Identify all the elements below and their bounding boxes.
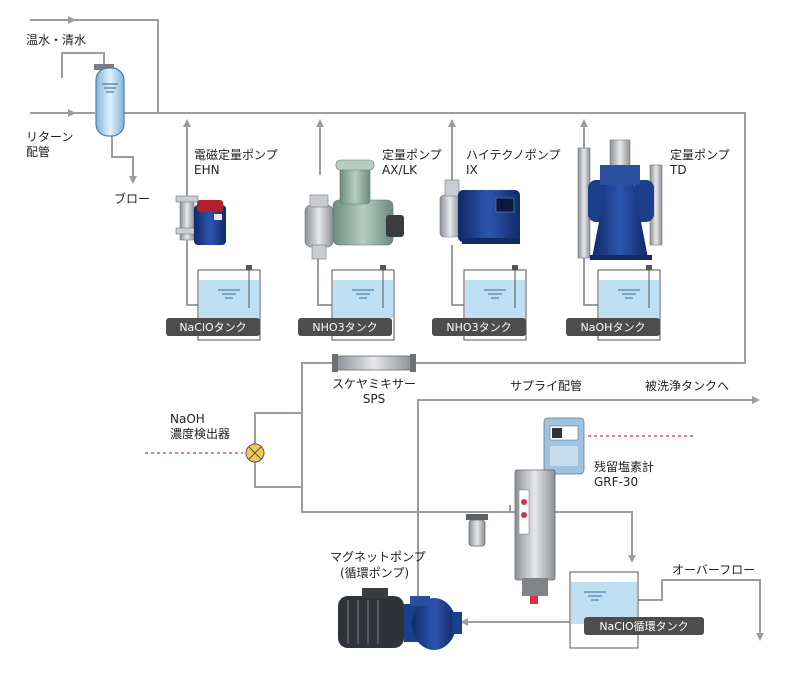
pump-ax-image — [304, 159, 404, 260]
label-chlorine-meter-1: 残留塩素計 — [594, 459, 654, 474]
tank-label-nho3-2: NHO3タンク — [446, 321, 511, 334]
label-mag-pump-1: マグネットポンプ — [330, 550, 426, 564]
label-pump-ix-1: ハイテクノポンプ — [466, 148, 560, 162]
td-suction — [583, 255, 604, 306]
label-to-wash-tank: 被洗浄タンクへ — [645, 379, 729, 393]
label-pump-td-2: TD — [669, 163, 687, 177]
label-pump-td-1: 定量ポンプ — [670, 147, 730, 162]
pump-td-image — [577, 139, 663, 260]
label-blow: ブロー — [114, 191, 150, 206]
ax-suction — [317, 255, 336, 306]
label-mag-pump-2: (循環ポンプ) — [340, 566, 409, 580]
label-return-pipe-1: リターン — [26, 130, 73, 144]
label-pump-ehn-2: EHN — [194, 163, 220, 177]
tank-label-naclo-circ: NaClO循環タンク — [599, 620, 688, 633]
naoh-detector — [245, 443, 265, 463]
inline-filter — [466, 514, 488, 547]
magnet-pump-image — [338, 588, 462, 650]
main-header-pipe — [120, 112, 746, 560]
labels: 温水・清水 リターン 配管 ブロー 電磁定量ポンプ EHN 定量ポンプ AX/L… — [26, 33, 755, 580]
label-chlorine-meter-2: GRF-30 — [594, 475, 638, 489]
tank-naclo: NaClOタンク — [166, 265, 261, 341]
overflow-pipe — [638, 579, 761, 638]
tank-nho3-2: NHO3タンク — [432, 265, 527, 341]
static-mixer — [332, 354, 416, 372]
label-pump-ax-1: 定量ポンプ — [382, 147, 442, 162]
tank-naclo-circ: NaClO循環タンク — [569, 571, 704, 649]
top-pipes — [30, 16, 746, 563]
tank-label-naoh: NaOHタンク — [581, 321, 646, 334]
tank-naoh: NaOHタンク — [566, 265, 661, 341]
label-return-pipe-2: 配管 — [26, 144, 50, 159]
label-static-mixer-2: SPS — [363, 392, 385, 406]
label-pump-ax-2: AX/LK — [382, 163, 418, 177]
chlorine-meter-image — [514, 417, 585, 604]
pump-ehn-image — [175, 195, 226, 245]
tank-label-nho3-1: NHO3タンク — [312, 321, 377, 334]
tank-nho3-1: NHO3タンク — [298, 265, 395, 341]
water-feed-pipe — [61, 52, 105, 78]
label-naoh-detector-1: NaOH — [170, 412, 205, 426]
label-hot-clean-water: 温水・清水 — [26, 33, 86, 47]
label-overflow: オーバーフロー — [672, 563, 755, 577]
pump-ix-image — [439, 179, 520, 244]
label-supply-pipe: サプライ配管 — [510, 378, 582, 393]
bottom-pipes — [145, 396, 764, 641]
tank-label-naclo: NaClOタンク — [179, 321, 246, 334]
label-pump-ix-2: IX — [466, 163, 478, 177]
label-static-mixer-1: スケヤミキサー — [332, 377, 416, 391]
label-naoh-detector-2: 濃度検出器 — [170, 426, 230, 441]
hot-water-column — [94, 64, 125, 137]
supply-pipe — [417, 399, 758, 512]
label-pump-ehn-1: 電磁定量ポンプ — [194, 147, 278, 162]
ix-suction — [451, 245, 468, 306]
blow-pipe — [111, 133, 134, 180]
